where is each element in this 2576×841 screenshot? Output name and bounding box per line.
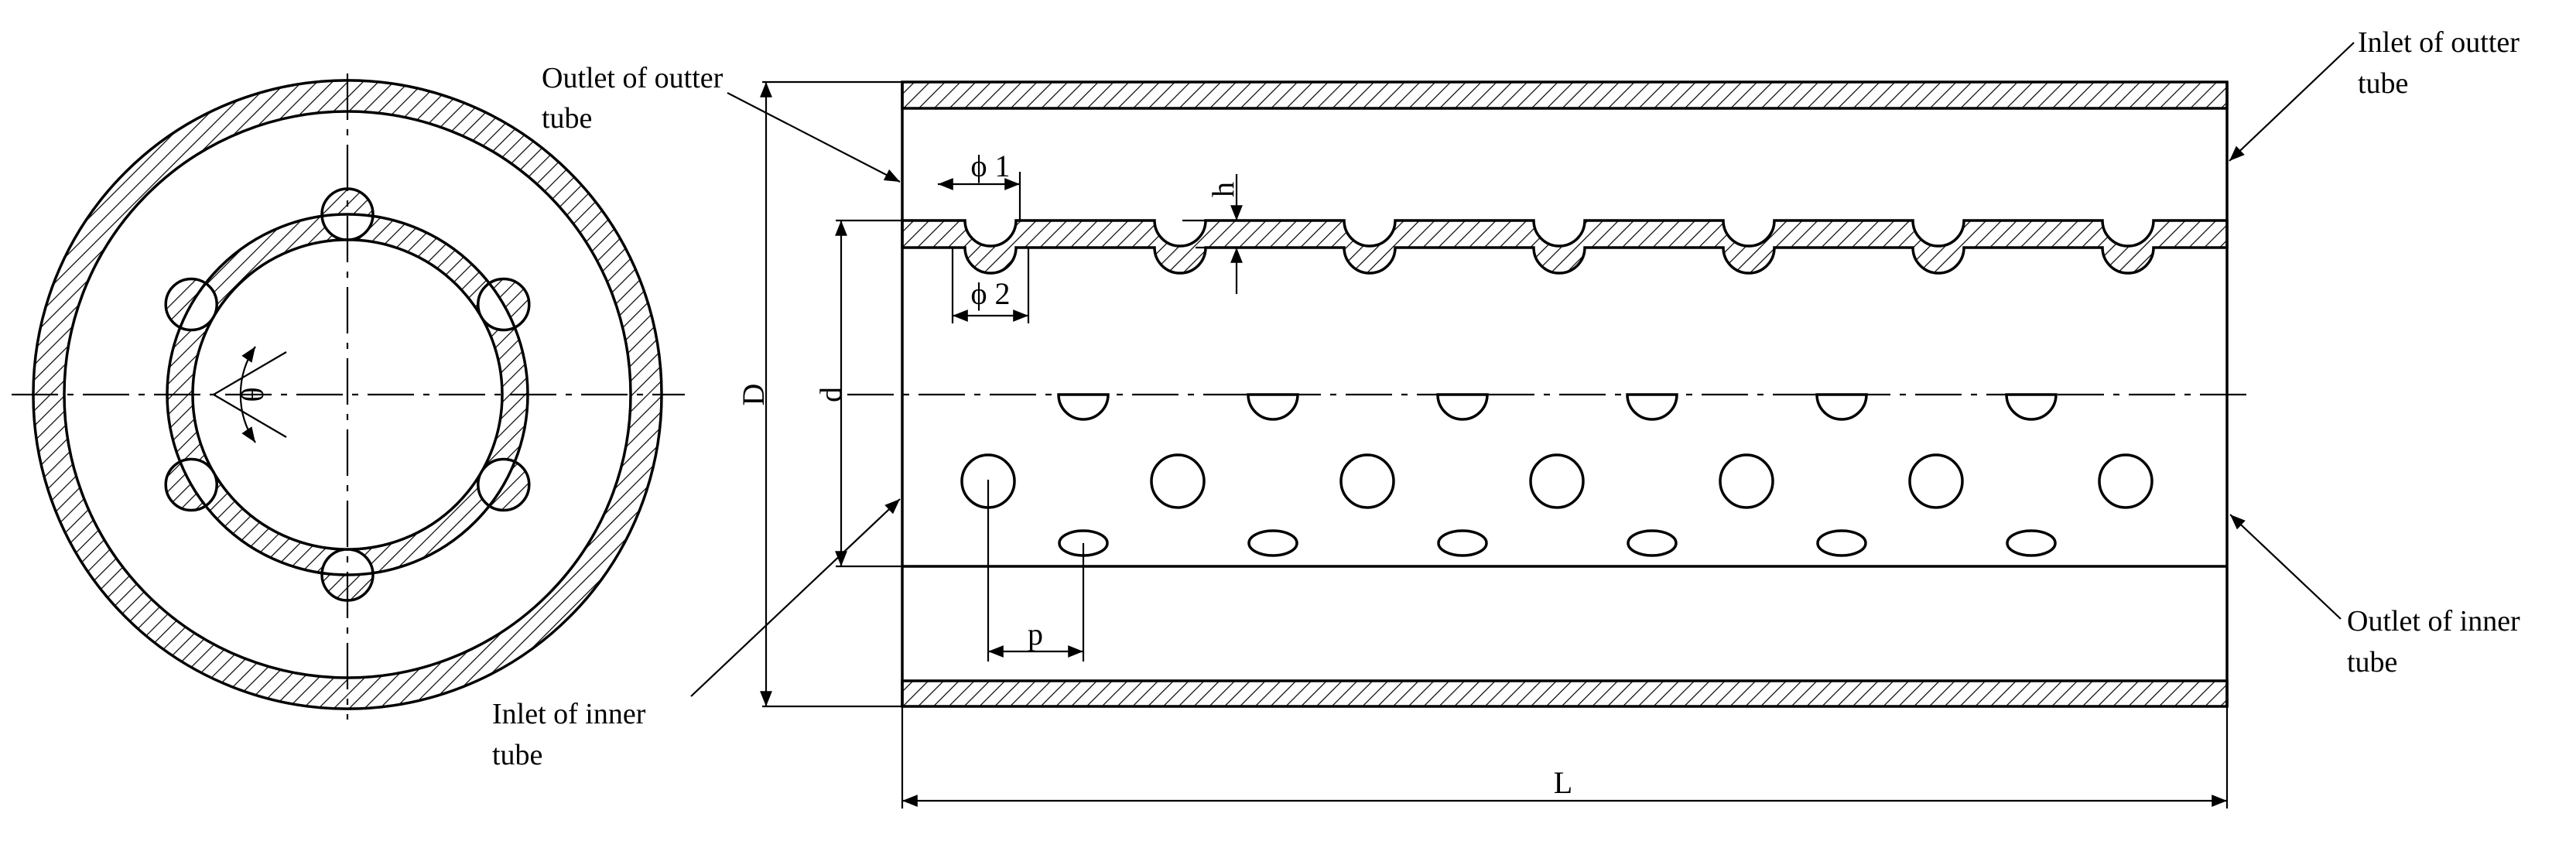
dimple-round-hole [1150, 453, 1206, 509]
dimple-round-hole [2098, 453, 2154, 509]
outlet-outer-tube-leader [727, 92, 901, 183]
cross-section-view: θ [12, 74, 685, 720]
dimple-half-hole [1247, 393, 1299, 421]
outlet-outer-tube-label-line1: Outlet of outter [542, 62, 724, 94]
dimple-oblique-hole [1247, 529, 1298, 557]
outlet-inner-tube-label-line1: Outlet of inner [2347, 605, 2520, 638]
flow-labels: Outlet of outter tube Inlet of outter tu… [492, 26, 2520, 771]
outer-tube-top-wall [901, 80, 2229, 110]
longitudinal-view [847, 80, 2248, 708]
dimple-oblique-hole [1816, 529, 1867, 557]
dimple-oblique-hole [2006, 529, 2057, 557]
phi1-label: ϕ 1 [970, 149, 1010, 183]
dimple-round-hole [1529, 453, 1585, 509]
outlet-outer-tube-label-line2: tube [542, 102, 592, 135]
outer-tube-bottom-wall [901, 679, 2229, 708]
h-label: h [1206, 182, 1240, 197]
inlet-inner-tube-label-line1: Inlet of inner [492, 698, 646, 730]
inlet-inner-tube-label-line2: tube [492, 739, 542, 771]
theta-arc [239, 346, 256, 443]
inlet-outer-tube-label-line1: Inlet of outter [2358, 26, 2520, 59]
theta-label: θ [235, 387, 270, 402]
inlet-outer-tube-leader [2229, 42, 2355, 162]
dimple-holes [960, 393, 2154, 557]
phi2-label: ϕ 2 [970, 276, 1010, 311]
dimple-half-hole [1436, 393, 1489, 421]
outlet-inner-tube-label-line2: tube [2347, 646, 2397, 679]
inlet-inner-tube-leader [690, 498, 901, 697]
d-label: d [813, 387, 848, 402]
dimple-half-hole [1815, 393, 1868, 421]
dimple-half-hole [2005, 393, 2058, 421]
D-label: D [736, 384, 771, 406]
dimple-half-hole [1057, 393, 1110, 421]
dimple-round-hole [1719, 453, 1774, 509]
p-label: p [1028, 617, 1043, 651]
outlet-inner-tube-leader [2229, 514, 2342, 620]
dimple-round-hole [1908, 453, 1964, 509]
inlet-outer-tube-label-line2: tube [2358, 67, 2408, 100]
inner-tube-top-wall [901, 219, 2229, 275]
dimple-oblique-hole [1627, 529, 1678, 557]
dimple-oblique-hole [1437, 529, 1488, 557]
dimple-half-hole [1626, 393, 1678, 421]
dimension-annotations: D d L p ϕ 1 ϕ 2 h [736, 80, 2229, 809]
L-label: L [1554, 765, 1572, 800]
dimple-round-hole [1339, 453, 1395, 509]
